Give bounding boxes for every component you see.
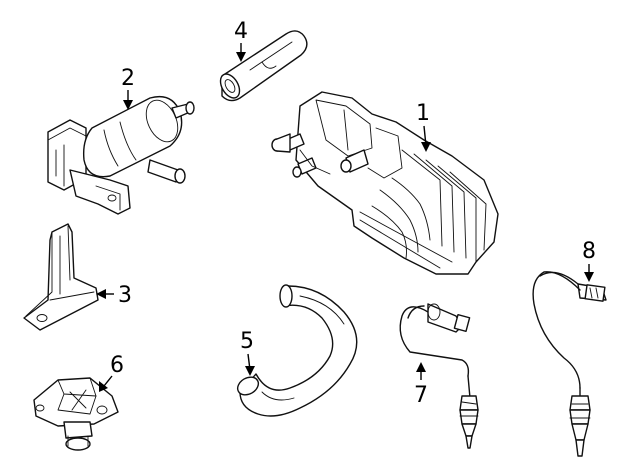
callout-2-label: 2 xyxy=(121,66,135,91)
part-4-hose xyxy=(219,30,308,102)
part-2-purge-valve xyxy=(47,95,195,215)
callout-4-label: 4 xyxy=(234,19,248,44)
callout-5: 5 xyxy=(240,329,255,376)
part-7-oxygen-sensor xyxy=(399,303,479,449)
part-3-bracket xyxy=(23,223,99,331)
callout-6: 6 xyxy=(99,353,124,392)
callout-1-label: 1 xyxy=(416,101,430,126)
callout-4: 4 xyxy=(234,19,248,62)
callout-8: 8 xyxy=(582,239,596,282)
callout-3-label: 3 xyxy=(118,283,132,308)
callout-6-label: 6 xyxy=(110,353,124,378)
callout-7: 7 xyxy=(414,362,428,408)
callout-7-label: 7 xyxy=(414,383,428,408)
callout-5-label: 5 xyxy=(240,329,254,354)
callout-8-label: 8 xyxy=(582,239,596,264)
part-6-sensor xyxy=(33,377,119,451)
part-1-canister xyxy=(271,91,499,275)
part-8-oxygen-sensor xyxy=(532,271,607,457)
callout-1: 1 xyxy=(416,101,431,152)
part-5-hose xyxy=(236,284,358,417)
callout-2: 2 xyxy=(121,66,135,110)
callout-3: 3 xyxy=(96,283,132,308)
